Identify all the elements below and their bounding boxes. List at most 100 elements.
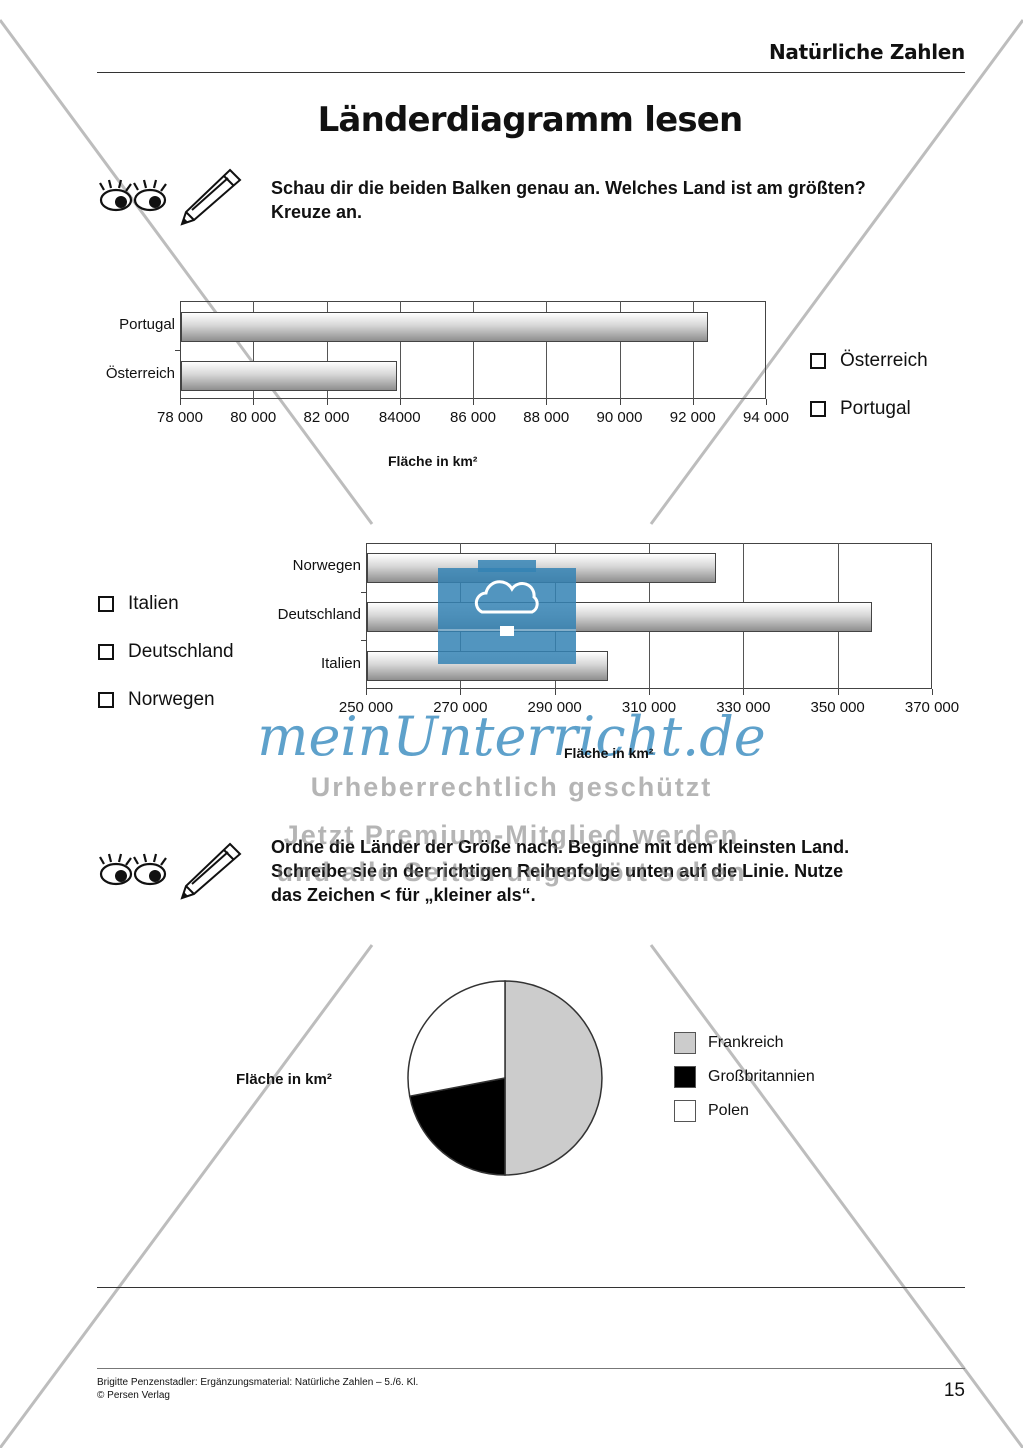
task3-instruction-line3: das Zeichen < für „kleiner als“. (271, 885, 536, 905)
checkbox-italien[interactable]: Italien (98, 593, 179, 615)
checkbox-label: Deutschland (128, 641, 234, 662)
tick-mark (253, 399, 255, 405)
legend-label: Polen (708, 1102, 749, 1119)
pie-chart (407, 980, 603, 1176)
tick-label: 290 000 (527, 699, 582, 716)
tick-mark (366, 689, 367, 695)
tick-label: 250 000 (338, 699, 394, 716)
gridline (619, 301, 621, 399)
tick-label: 82 000 (303, 409, 350, 426)
tick-mark (932, 689, 933, 695)
legend-item-polen: Polen (674, 1100, 749, 1122)
tick-mark (460, 689, 462, 695)
tick-mark (399, 399, 401, 405)
checkbox-box[interactable] (98, 692, 114, 708)
gridline (399, 301, 401, 399)
gridline (253, 301, 255, 399)
checkbox-box[interactable] (810, 401, 826, 417)
tick-label: 78 000 (157, 409, 203, 426)
task1-instruction-line1: Schau dir die beiden Balken genau an. We… (271, 178, 866, 198)
pencil-icon (180, 168, 242, 226)
page-number: 15 (943, 1380, 965, 1401)
chart1-axis-title: Fläche in km² (388, 453, 478, 469)
tick-mark (619, 399, 621, 405)
chart2-axis-title: Fläche in km² (564, 745, 654, 761)
tick-label: 80 000 (230, 409, 277, 426)
category-tick (361, 591, 366, 593)
tick-mark (649, 689, 650, 695)
tick-label: 84000 (378, 409, 421, 426)
task3-instruction-line2: Schreibe sie in der richtigen Reihenfolg… (271, 861, 844, 881)
tick-mark (473, 399, 474, 405)
checkbox-box[interactable] (810, 353, 826, 369)
legend-swatch (674, 1066, 696, 1088)
pie-label: Fläche in km² (236, 1071, 332, 1088)
footer-line1: Brigitte Penzenstadler: Ergänzungsmateri… (97, 1377, 419, 1388)
gridline (473, 301, 474, 399)
tick-label: 86 000 (450, 409, 496, 426)
tick-label: 330 000 (716, 699, 771, 716)
checkbox-box[interactable] (98, 596, 114, 612)
watermark-line2: Jetzt Premium-Mitglied werden (283, 820, 740, 850)
legend-swatch (674, 1100, 696, 1122)
tick-mark (326, 399, 328, 405)
tick-label: 94 000 (743, 409, 789, 426)
footer-divider (97, 1368, 965, 1369)
gridline (692, 301, 694, 399)
tick-mark (554, 689, 556, 695)
checkbox-label: Italien (128, 593, 179, 614)
tick-mark (180, 399, 181, 405)
briefcase-cloud-icon (438, 560, 576, 664)
tick-label: 310 000 (621, 699, 677, 716)
legend-item-großbritannien: Großbritannien (674, 1066, 815, 1088)
tick-mark (766, 399, 767, 405)
footer-line2: © Persen Verlag (97, 1390, 170, 1401)
tick-label: 88 000 (523, 409, 570, 426)
category-label: Portugal (119, 315, 175, 333)
tick-label: 270 000 (433, 699, 488, 716)
gridline (326, 301, 328, 399)
pie-slice-polen (407, 980, 506, 1098)
watermark-line1: Urheberrechtlich geschützt (310, 772, 713, 802)
bar-portugal (181, 311, 709, 342)
eyes-icon (99, 179, 167, 212)
checkbox-oesterreich[interactable]: Österreich (810, 350, 928, 372)
answer-line[interactable] (97, 1287, 965, 1288)
gridline (546, 301, 548, 399)
legend-swatch (674, 1032, 696, 1054)
tick-label: 92 000 (669, 409, 716, 426)
task3-instruction-line1: Ordne die Länder der Größe nach. Beginne… (271, 837, 850, 857)
tick-mark (692, 399, 694, 405)
watermark-brand: meinUnterricht.de (257, 705, 766, 768)
pie-slice-frankreich (504, 980, 603, 1176)
checkbox-deutschland[interactable]: Deutschland (98, 641, 234, 663)
page-title: Länderdiagramm lesen (317, 100, 744, 140)
checkbox-box[interactable] (98, 644, 114, 660)
eyes-icon (99, 853, 167, 886)
checkbox-label: Norwegen (128, 689, 215, 710)
legend-item-frankreich: Frankreich (674, 1032, 784, 1054)
tick-mark (837, 689, 839, 695)
bar-österreich (181, 360, 398, 391)
task3-instruction: Ordne die Länder der Größe nach. Beginne… (271, 835, 849, 907)
footer-credit: Brigitte Penzenstadler: Ergänzungsmateri… (97, 1376, 418, 1402)
checkbox-portugal[interactable]: Portugal (810, 398, 911, 420)
pencil-icon (180, 842, 242, 900)
task1-instruction: Schau dir die beiden Balken genau an. We… (271, 176, 866, 224)
tick-mark (546, 399, 548, 405)
legend-label: Großbritannien (708, 1068, 815, 1085)
tick-mark (743, 689, 745, 695)
legend-label: Frankreich (708, 1034, 784, 1051)
category-label: Österreich (105, 364, 175, 382)
checkbox-norwegen[interactable]: Norwegen (98, 689, 215, 711)
checkbox-label: Österreich (840, 350, 928, 371)
category-tick (361, 640, 366, 642)
pie-slice-großbritannien (408, 1077, 506, 1176)
task1-instruction-line2: Kreuze an. (271, 202, 363, 222)
category-label: Norwegen (292, 557, 361, 575)
tick-label: 370 000 (904, 699, 960, 716)
header-divider (97, 72, 965, 73)
category-label: Italien (320, 654, 361, 672)
category-tick (175, 350, 180, 351)
tick-label: 90 000 (596, 409, 643, 426)
